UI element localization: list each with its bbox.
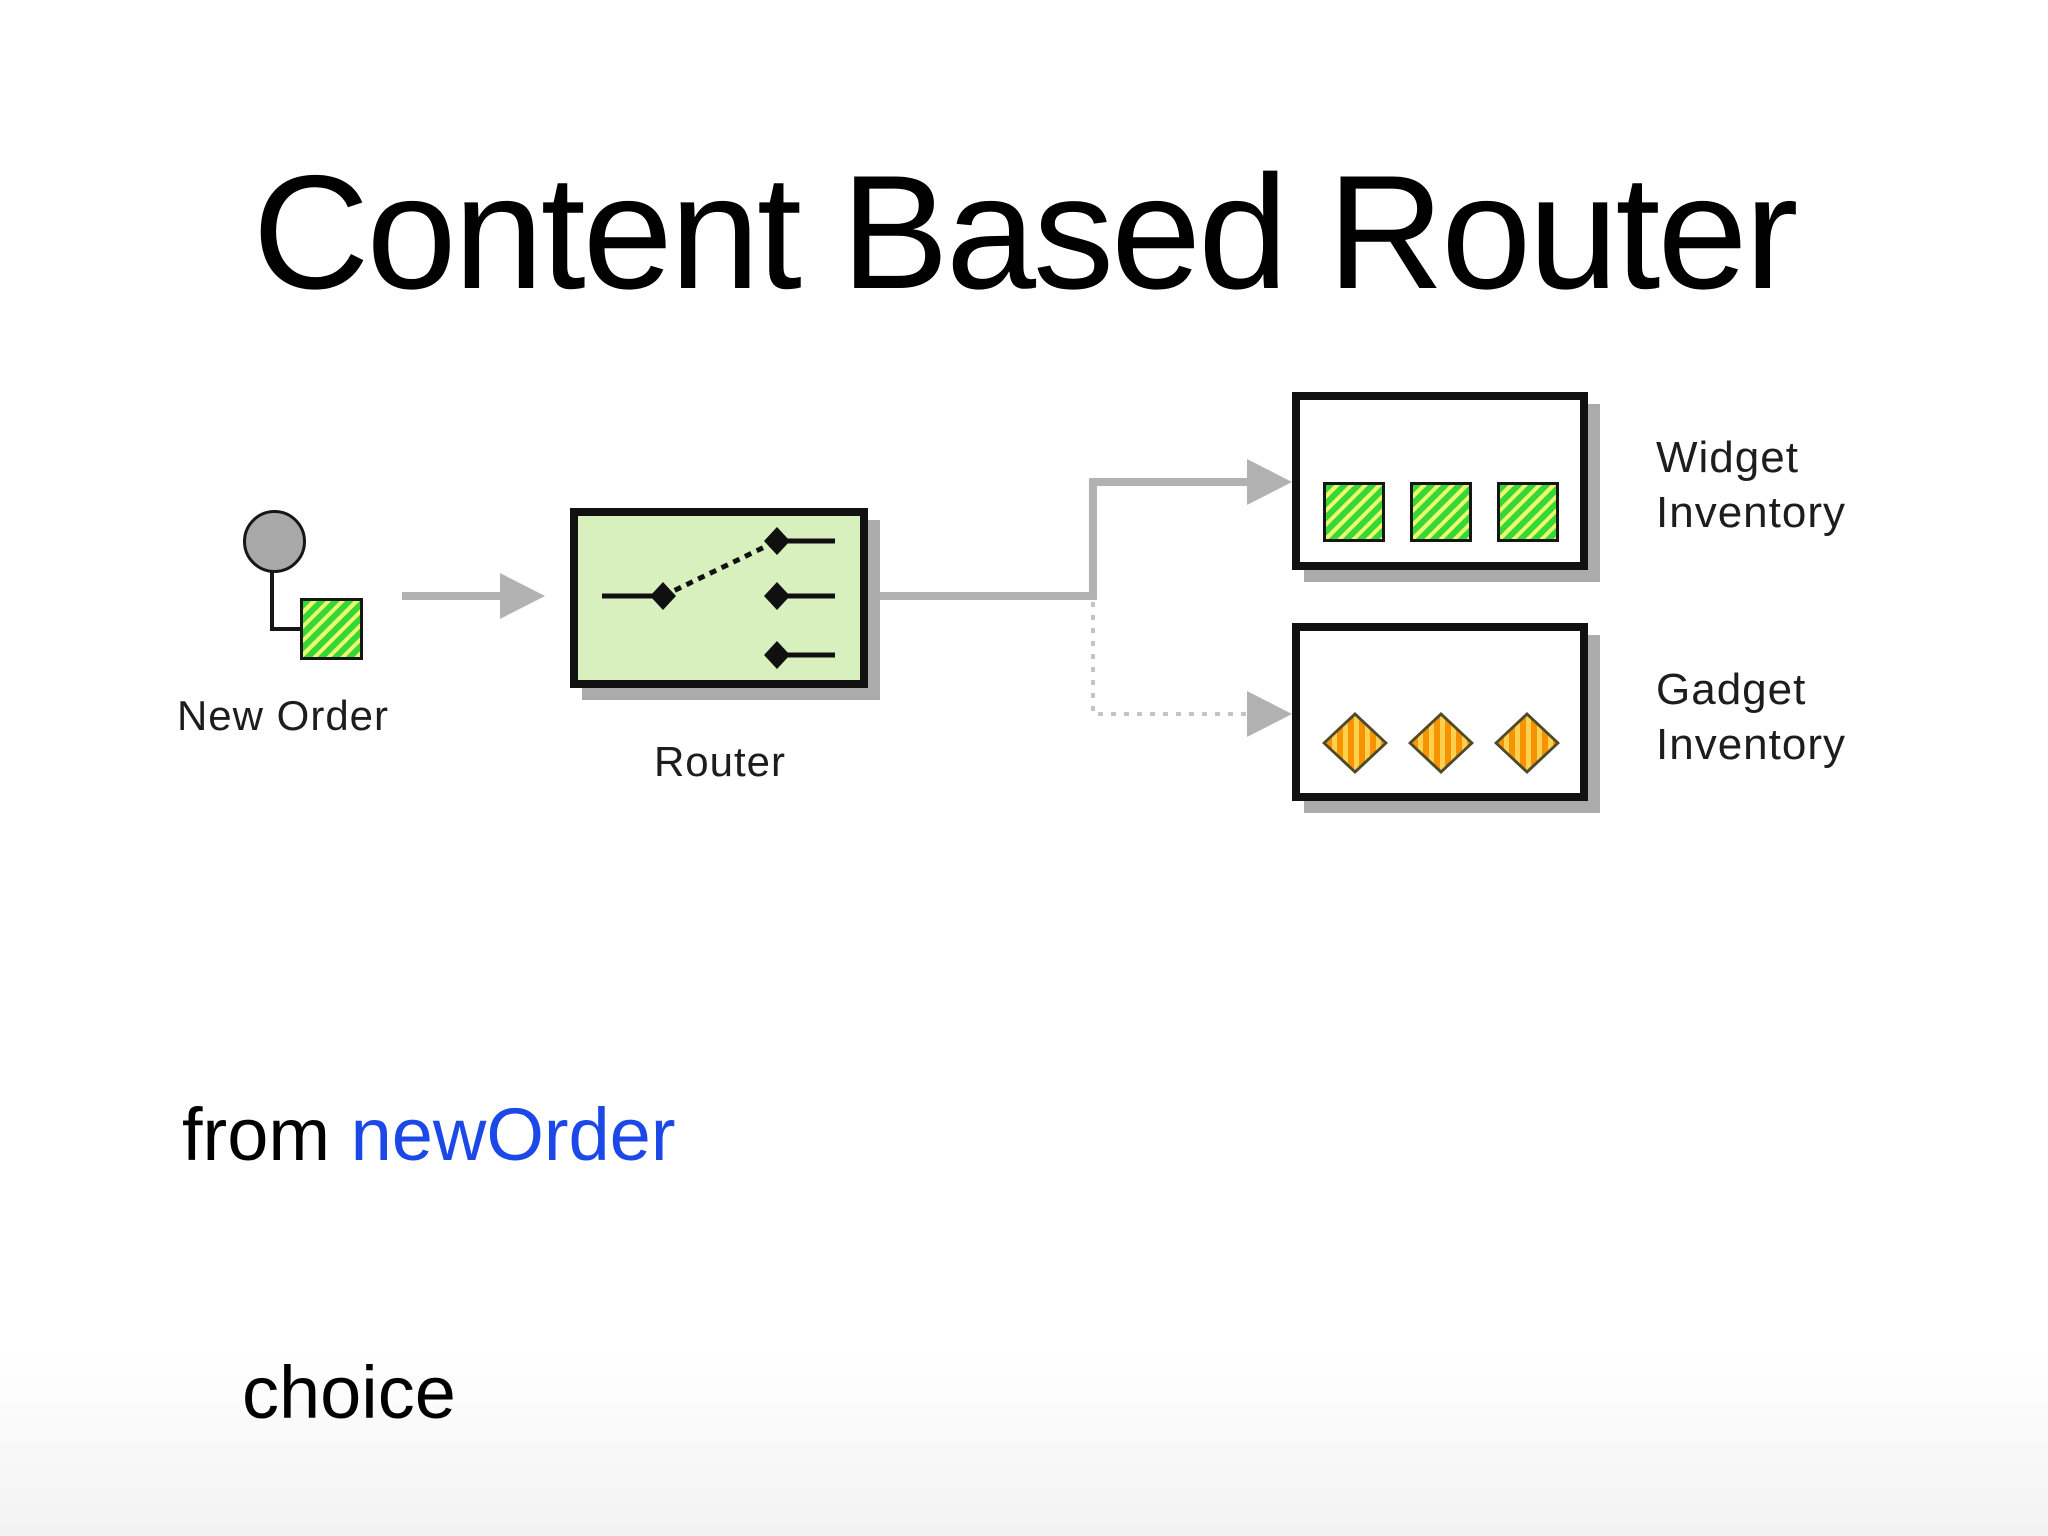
new-order-label: New Order — [176, 692, 390, 739]
code-endpoint-ref: newOrder — [350, 1093, 676, 1176]
code-keyword: choice — [242, 1351, 456, 1434]
flow-arrowhead-router — [500, 573, 545, 619]
flow-arrowhead-gadget — [1247, 691, 1292, 737]
page-title: Content Based Router — [252, 142, 1799, 323]
widget-inventory-label: Widget Inventory — [1656, 430, 1846, 540]
flow-line-router-gadget-dotted — [1091, 602, 1248, 716]
router-label: Router — [653, 738, 787, 785]
gadget-inventory-label-line1: Gadget — [1656, 665, 1807, 714]
widget-inventory-label-line2: Inventory — [1656, 488, 1846, 537]
widget-message-icon — [1410, 482, 1472, 542]
widget-message-icon — [1323, 482, 1385, 542]
widget-inventory-box — [1292, 392, 1588, 570]
message-router-switch-icon — [602, 527, 835, 669]
gadget-inventory-label-line2: Inventory — [1656, 720, 1846, 769]
gadget-inventory-label: Gadget Inventory — [1656, 662, 1846, 772]
flow-line-router-widget — [864, 478, 1250, 600]
gadget-message-icon — [1408, 712, 1474, 774]
code-keyword: from — [182, 1093, 351, 1176]
gadget-inventory-box — [1292, 623, 1588, 801]
code-line: choice — [182, 1350, 1106, 1436]
new-order-message-icon — [300, 598, 363, 660]
new-order-endpoint-icon — [243, 510, 306, 573]
code-line: from newOrder — [182, 1092, 1106, 1178]
gadget-message-icon — [1322, 712, 1388, 774]
gadget-message-icon — [1494, 712, 1560, 774]
route-code-block: from newOrder choice when isWidget to wi… — [182, 920, 1106, 1536]
flow-arrowhead-widget — [1247, 459, 1292, 505]
widget-inventory-label-line1: Widget — [1656, 433, 1799, 482]
widget-message-icon — [1497, 482, 1559, 542]
router-box — [570, 508, 868, 688]
endpoint-connector-line — [270, 571, 300, 631]
